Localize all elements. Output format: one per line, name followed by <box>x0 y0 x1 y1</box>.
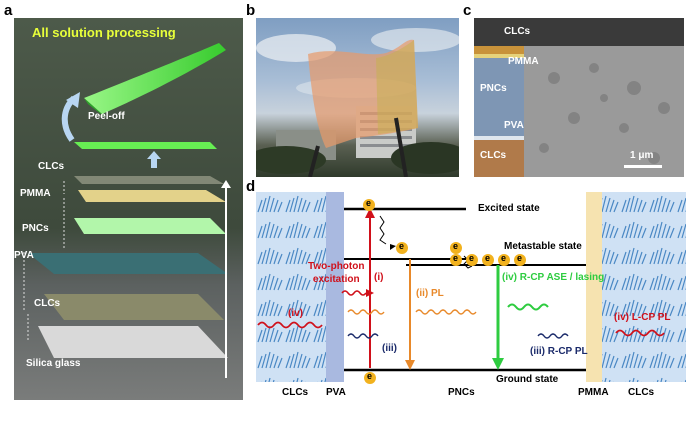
lasing-wave <box>507 303 549 311</box>
sem-label-pncs: PNCs <box>480 83 507 94</box>
process-iv-left-label: (iv) <box>288 308 303 319</box>
process-i-label: (i) <box>374 272 384 283</box>
metastable-state-label: Metastable state <box>504 241 582 252</box>
peel-off-label: Peel-off <box>88 111 125 122</box>
layer-label-pncs: PNCs <box>22 223 49 234</box>
layer-label-clcs-bottom: CLCs <box>34 298 61 309</box>
layer-label-silica: Silica glass <box>26 358 81 369</box>
layer-label-pmma: PMMA <box>20 188 51 199</box>
nonradiative-decay <box>379 215 387 245</box>
navy-wave-right <box>537 333 569 339</box>
sem-label-pva: PVA <box>504 120 524 131</box>
red-wave-left <box>257 321 323 329</box>
layer-pva <box>28 253 228 274</box>
peeled-film <box>84 43 226 114</box>
sem-label-clcs-top: CLCs <box>504 26 531 37</box>
two-photon-label: Two-photon excitation <box>308 261 365 285</box>
panel-a-title: All solution processing <box>32 25 176 40</box>
panel-b-photo <box>256 18 459 177</box>
panel-c-sem: CLCs PMMA PNCs PVA CLCs 1 μm <box>474 18 684 177</box>
scale-bar-label: 1 μm <box>630 150 654 161</box>
pl-wave-right <box>415 309 477 315</box>
two-photon-wave <box>341 290 367 296</box>
panel-d-diagram: e e e e e e e e e Excited state Metastab… <box>256 192 686 403</box>
electron-label: e <box>366 198 372 208</box>
layer-clcs-bottom <box>44 294 224 320</box>
panel-b-graphics <box>256 28 459 177</box>
navy-wave-left <box>347 333 379 339</box>
electron-label: e <box>399 241 405 251</box>
top-film <box>74 142 217 149</box>
excited-state-label: Excited state <box>478 203 540 214</box>
electron-label: e <box>367 371 373 381</box>
electron-label: e <box>453 253 459 263</box>
sem-label-clcs-bottom: CLCs <box>480 150 507 161</box>
panel-d-graphics <box>256 192 686 384</box>
scale-bar <box>624 165 662 168</box>
clc-right <box>602 192 686 382</box>
pl-wave-left <box>347 309 385 315</box>
process-iv-rcp-ase-label: (iv) R-CP ASE / lasing <box>502 272 605 283</box>
bottom-label-pncs: PNCs <box>448 387 475 398</box>
ground-state-label: Ground state <box>496 374 559 385</box>
bottom-label-clcs-right: CLCs <box>628 387 655 398</box>
layer-label-pva: PVA <box>14 250 34 261</box>
sem-label-pmma: PMMA <box>508 56 539 67</box>
panel-c-graphics <box>474 18 684 177</box>
process-iv-lcp-pl-label: (iv) L-CP PL <box>614 312 671 323</box>
pva-strip <box>326 192 344 382</box>
process-ii-label: (ii) PL <box>416 288 444 299</box>
panel-a-schematic: All solution processing Peel-off CLCs PM… <box>14 18 243 400</box>
red-wave-right <box>615 329 665 337</box>
electron-label: e <box>469 253 475 263</box>
bottom-label-pva: PVA <box>326 387 346 398</box>
panel-a-graphics <box>23 43 231 378</box>
bottom-label-clcs-left: CLCs <box>282 387 309 398</box>
pmma-strip <box>586 192 602 382</box>
electron-label: e <box>485 253 491 263</box>
panel-label-b: b <box>246 2 256 19</box>
layer-label-clcs-top: CLCs <box>38 161 65 172</box>
panel-label-a: a <box>4 2 13 19</box>
process-iii-label: (iii) <box>382 343 397 354</box>
layer-silica <box>38 326 228 358</box>
process-iii-rcp-pl-label: (iii) R-CP PL <box>530 346 588 357</box>
clc-left <box>256 192 326 382</box>
panel-label-c: c <box>463 2 472 19</box>
layer-clcs-top <box>74 176 224 184</box>
panel-label-d: d <box>246 178 256 195</box>
electron-label: e <box>517 253 523 263</box>
electron-label: e <box>501 253 507 263</box>
electron-label: e <box>453 241 459 251</box>
bottom-label-pmma: PMMA <box>578 387 609 398</box>
layer-pncs <box>74 218 226 234</box>
layer-pmma <box>78 190 226 202</box>
electrons <box>363 199 526 384</box>
